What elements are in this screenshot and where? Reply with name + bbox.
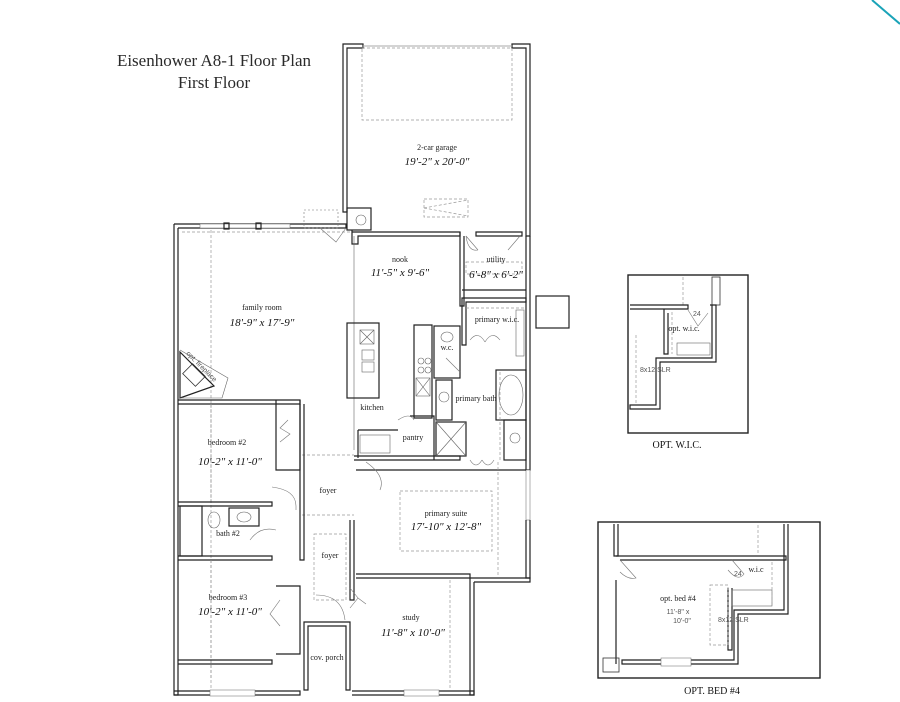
primary-bath-label: primary bath (455, 394, 496, 403)
utility-dims: 6'-8" x 6'-2" (469, 269, 523, 281)
opt-bed4-dims-line1: 11'-8" x (667, 609, 690, 616)
plan-title-line1: Eisenhower A8-1 Floor Plan (116, 51, 312, 70)
bedroom3-dims: 10'-2" x 11'-0" (198, 606, 262, 618)
bath2-label: bath #2 (216, 529, 240, 538)
opt-wic-room-label: opt. w.i.c. (668, 324, 699, 333)
opt-bed4-caption: OPT. BED #4 (684, 686, 740, 697)
bedroom2-label: bedroom #2 (208, 438, 246, 447)
primary-suite-label: primary suite (425, 509, 468, 518)
inset-opt-wic: 24 8x12 SLR opt. w.i.c. (627, 274, 749, 434)
nook-dims: 11'-5" x 9'-6" (371, 267, 430, 279)
garage-dims: 19'-2" x 20'-0" (405, 156, 470, 168)
plan-title-line2: First Floor (177, 73, 251, 92)
family-room-dims: 18'-9" x 17'-9" (230, 317, 295, 329)
garage-area (342, 43, 531, 245)
bedroom2-dims: 10'-2" x 11'-0" (198, 456, 262, 468)
primary-wic-label: primary w.i.c. (475, 315, 519, 324)
opt-wic-caption: OPT. W.I.C. (653, 440, 702, 451)
opt-bed4-room-label: opt. bed #4 (660, 594, 696, 603)
opt-wic-note: 8x12 SLR (640, 367, 671, 374)
foyer2-label: foyer (322, 551, 339, 560)
utility-label: utility (486, 255, 505, 264)
opt-wic-door-size: 24 (693, 311, 701, 318)
plan-title: Eisenhower A8-1 Floor Plan First Floor (86, 50, 342, 94)
inset-opt-bed4: 24 8x12 SLR opt. bed #4 11'-8" x 10'-0" … (597, 521, 821, 679)
exterior-walls (173, 222, 570, 697)
opt-bed4-note: 8x12 SLR (718, 617, 749, 624)
opt-bed4-wic-label: w.i.c (748, 565, 763, 574)
corner-accent-line (871, 0, 900, 25)
pantry-label: pantry (403, 433, 423, 442)
water-heater-icon (355, 214, 367, 226)
foyer1-label: foyer (320, 486, 337, 495)
opt-bed4-dims-line2: 10'-0" (673, 618, 691, 625)
wc-label: w.c. (441, 343, 454, 352)
fireplace: opt. fireplace (179, 349, 229, 399)
nook-label: nook (392, 255, 408, 264)
family-room-label: family room (242, 303, 283, 312)
study-dims: 11'-8" x 10'-0" (381, 627, 445, 639)
opt-bed4-door-size: 24 (734, 571, 742, 578)
study-label: study (402, 613, 419, 622)
cov-porch-label: cov. porch (310, 653, 343, 662)
primary-suite-dims: 17'-10" x 12'-8" (411, 521, 482, 533)
kitchen-island (346, 322, 380, 399)
garage-label: 2-car garage (417, 143, 457, 152)
kitchen-label: kitchen (360, 403, 384, 412)
bedroom3-label: bedroom #3 (209, 593, 247, 602)
